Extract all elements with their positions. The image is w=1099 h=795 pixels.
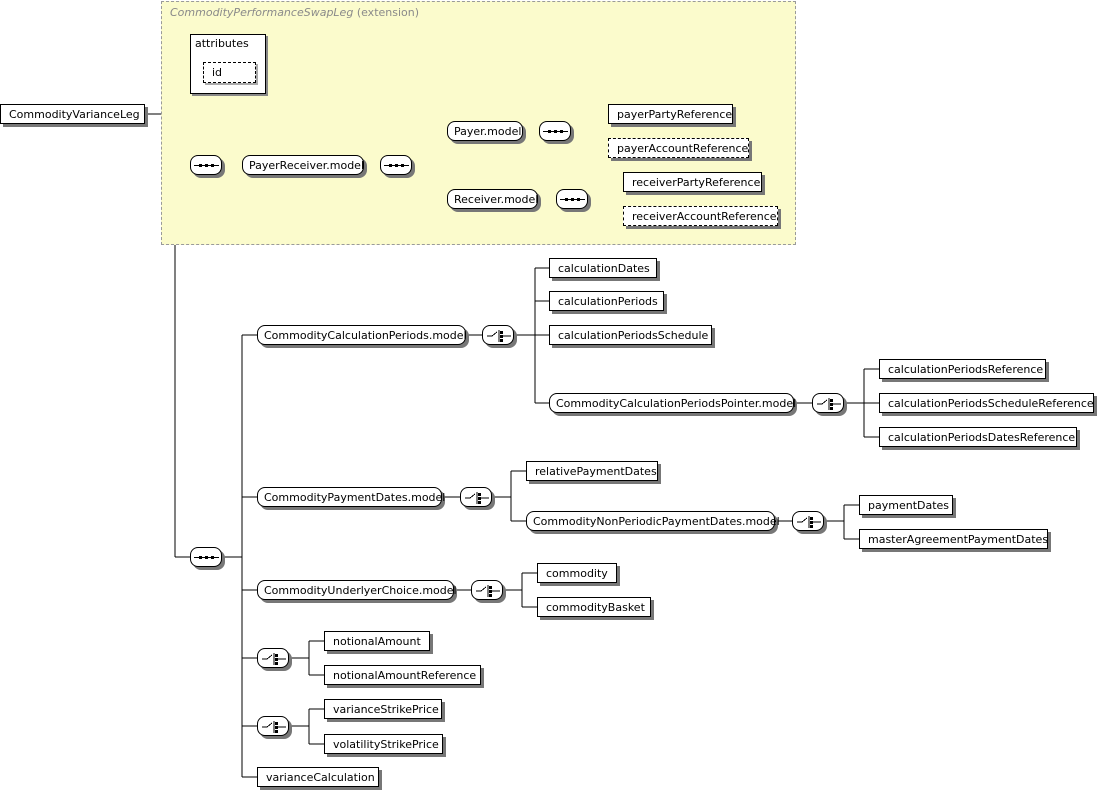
commodity[interactable]: commodity [537, 563, 617, 583]
relative-payment-dates[interactable]: relativePaymentDates [526, 461, 658, 481]
calculation-periods-schedule[interactable]: calculationPeriodsSchedule [549, 325, 712, 345]
extension-label: CommodityPerformanceSwapLeg (extension) [170, 6, 419, 19]
receiver-party-reference[interactable]: receiverPartyReference [623, 172, 762, 192]
payment-dates[interactable]: paymentDates [859, 495, 953, 515]
commodity-calculation-periods-pointer-model-group[interactable]: CommodityCalculationPeriodsPointer.model [549, 393, 796, 413]
notional-amount-reference[interactable]: notionalAmountReference [324, 665, 481, 685]
commodity-basket[interactable]: commodityBasket [537, 597, 651, 617]
choice-compositor-icon[interactable] [257, 716, 289, 736]
sequence-compositor-icon[interactable] [380, 155, 412, 175]
sequence-compositor-icon[interactable] [190, 155, 222, 175]
master-agreement-payment-dates[interactable]: masterAgreementPaymentDates [859, 529, 1048, 549]
payer-model-group[interactable]: Payer.model [447, 121, 523, 141]
choice-compositor-icon[interactable] [812, 393, 844, 413]
notional-amount[interactable]: notionalAmount [324, 631, 430, 651]
payer-receiver-model-group[interactable]: PayerReceiver.model [242, 155, 364, 175]
receiver-model-group[interactable]: Receiver.model [447, 189, 538, 209]
commodity-calculation-periods-model-group[interactable]: CommodityCalculationPeriods.model [257, 325, 467, 345]
calculation-periods[interactable]: calculationPeriods [549, 291, 664, 311]
attribute-id[interactable]: id [203, 62, 256, 83]
volatility-strike-price[interactable]: volatilityStrikePrice [324, 734, 443, 754]
calculation-periods-dates-reference[interactable]: calculationPeriodsDatesReference [879, 427, 1077, 447]
calculation-periods-reference[interactable]: calculationPeriodsReference [879, 359, 1046, 379]
commodity-non-periodic-payment-dates-model-group[interactable]: CommodityNonPeriodicPaymentDates.model [526, 511, 780, 531]
root-element[interactable]: CommodityVarianceLeg [0, 104, 145, 124]
choice-compositor-icon[interactable] [792, 511, 824, 531]
attributes-box: attributes id [190, 34, 266, 94]
payer-party-reference[interactable]: payerPartyReference [608, 104, 733, 124]
receiver-account-reference[interactable]: receiverAccountReference [623, 206, 778, 226]
extension-type-name: CommodityPerformanceSwapLeg [170, 6, 354, 19]
extension-suffix: (extension) [356, 6, 420, 19]
attributes-title: attributes [195, 37, 249, 50]
commodity-underlyer-choice-model-group[interactable]: CommodityUnderlyerChoice.model [257, 580, 457, 600]
choice-compositor-icon[interactable] [257, 648, 289, 668]
commodity-payment-dates-model-group[interactable]: CommodityPaymentDates.model [257, 487, 445, 507]
sequence-compositor-icon[interactable] [190, 547, 222, 567]
choice-compositor-icon[interactable] [482, 325, 514, 345]
calculation-periods-schedule-reference[interactable]: calculationPeriodsScheduleReference [879, 393, 1094, 413]
variance-calculation[interactable]: varianceCalculation [257, 767, 379, 787]
choice-compositor-icon[interactable] [471, 580, 503, 600]
calculation-dates[interactable]: calculationDates [549, 258, 657, 278]
payer-account-reference[interactable]: payerAccountReference [608, 138, 749, 158]
choice-compositor-icon[interactable] [460, 487, 492, 507]
sequence-compositor-icon[interactable] [539, 121, 571, 141]
sequence-compositor-icon[interactable] [556, 189, 588, 209]
variance-strike-price[interactable]: varianceStrikePrice [324, 699, 442, 719]
attribute-id-label: id [212, 66, 223, 79]
